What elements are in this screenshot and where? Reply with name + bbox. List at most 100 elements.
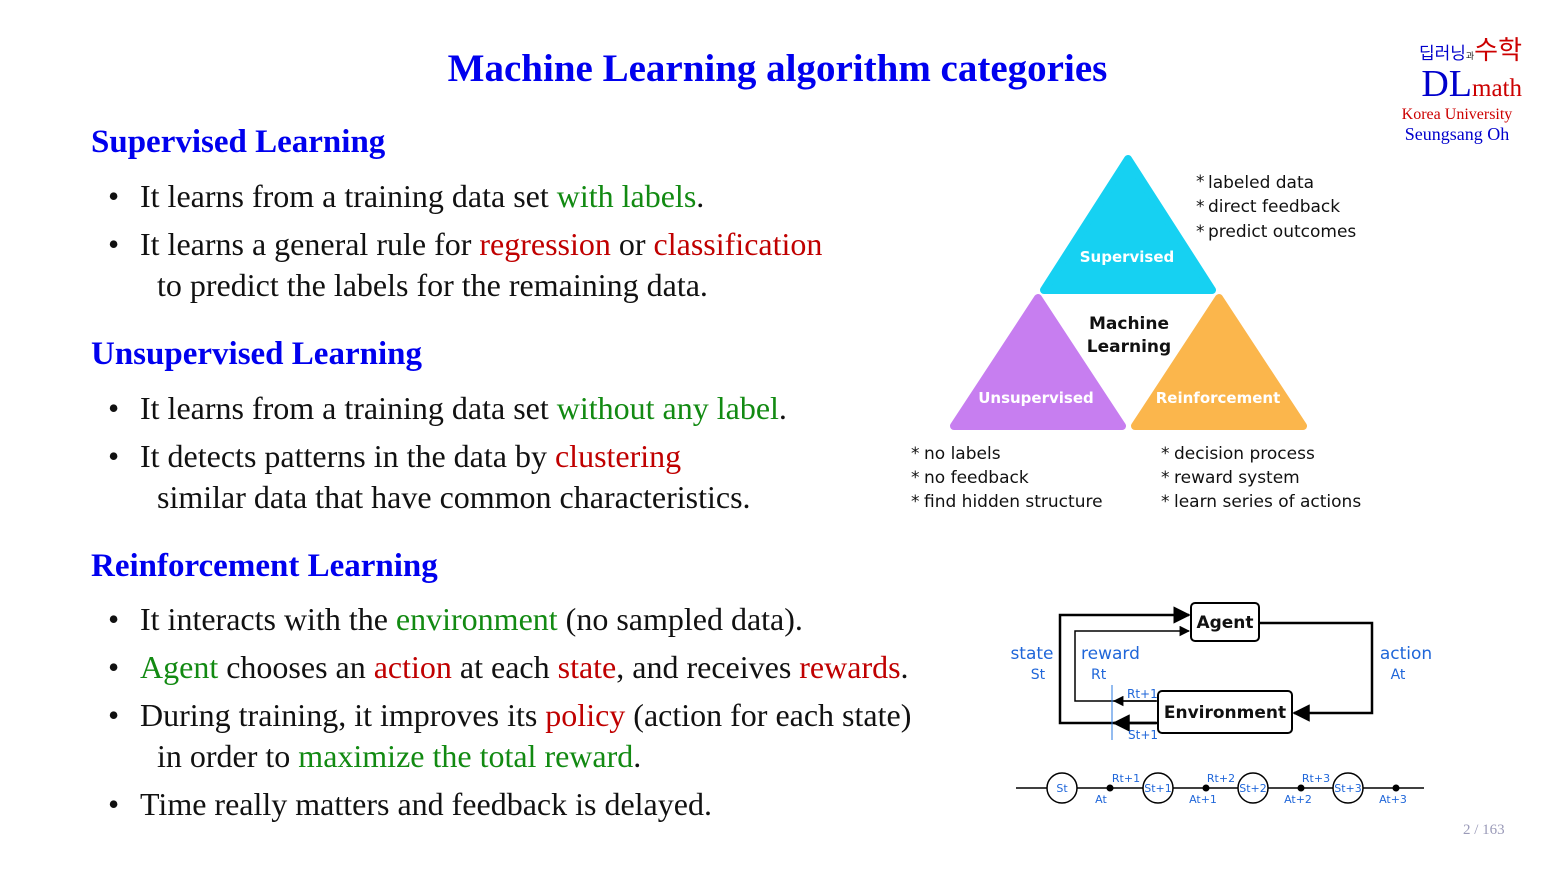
- supervised-triangle: [1040, 155, 1216, 294]
- unsupervised-bullet-1: •It learns from a training data set with…: [108, 390, 787, 426]
- unsupervised-note: no feedback: [924, 468, 1029, 488]
- logo-math: math: [1472, 75, 1522, 102]
- highlight: state: [557, 649, 617, 685]
- rl-loop-diagram: Agent Environment state St reward Rt act…: [1010, 602, 1432, 806]
- unsupervised-heading: Unsupervised Learning: [91, 336, 422, 372]
- svg-text:*: *: [1196, 222, 1205, 242]
- reinforcement-bullet-3: •During training, it improves its policy…: [108, 697, 912, 733]
- timeline-action: At+1: [1189, 793, 1217, 806]
- svg-text:*: *: [911, 444, 920, 464]
- center-label-line2: Learning: [1087, 337, 1171, 357]
- environment-label: Environment: [1164, 703, 1286, 723]
- highlight: environment: [395, 601, 558, 637]
- svg-text:*: *: [911, 492, 920, 512]
- supervised-note: labeled data: [1208, 173, 1314, 193]
- svg-text:*: *: [911, 468, 920, 488]
- timeline-action-dot: [1297, 784, 1305, 792]
- text: in order to: [157, 738, 299, 774]
- text: It learns a general rule for: [140, 226, 480, 262]
- text: It learns from a training data set: [140, 390, 557, 426]
- highlight: Agent: [140, 649, 219, 685]
- logo-university: Korea University: [1401, 106, 1513, 123]
- reinforcement-bullet-2: •Agent chooses an action at each state, …: [108, 649, 909, 685]
- svg-text:*: *: [1161, 468, 1170, 488]
- highlight: action: [373, 649, 452, 685]
- timeline-action: At+3: [1379, 793, 1407, 806]
- reinforcement-label: Reinforcement: [1156, 389, 1281, 407]
- text: .: [778, 390, 787, 426]
- unsupervised-bullet-2-cont: similar data that have common characteri…: [157, 479, 751, 515]
- center-label-line1: Machine: [1089, 314, 1169, 334]
- timeline-state-circle: [1332, 772, 1364, 804]
- reinforcement-heading: Reinforcement Learning: [91, 548, 438, 584]
- svg-text:*: *: [1161, 492, 1170, 512]
- text: .: [633, 738, 642, 774]
- supervised-bullet-2-cont: to predict the labels for the remaining …: [157, 267, 708, 303]
- reinforcement-note: decision process: [1174, 444, 1315, 464]
- timeline-action: At+2: [1284, 793, 1312, 806]
- reward-next-label: Rt+1: [1127, 687, 1158, 701]
- highlight: clustering: [554, 438, 682, 474]
- svg-text:*: *: [1196, 197, 1205, 217]
- logo-korean-gwa: 과: [1465, 52, 1475, 62]
- text: .: [900, 649, 909, 685]
- text: at each: [451, 649, 558, 685]
- unsupervised-note: find hidden structure: [924, 492, 1103, 512]
- text: It detects patterns in the data by: [140, 438, 555, 474]
- timeline-state-circle: [1237, 772, 1269, 804]
- state-next-label: St+1: [1128, 728, 1158, 742]
- timeline-state: St+3: [1334, 782, 1362, 795]
- text: It learns from a training data set: [140, 178, 557, 214]
- timeline-state-circle: [1046, 772, 1078, 804]
- supervised-note: direct feedback: [1208, 197, 1340, 217]
- reinforcement-note: learn series of actions: [1174, 492, 1361, 512]
- text: .: [696, 178, 705, 214]
- supervised-note: predict outcomes: [1208, 222, 1356, 242]
- highlight: rewards: [799, 649, 901, 685]
- unsupervised-note: no labels: [924, 444, 1001, 464]
- logo-dl: DL: [1421, 63, 1472, 105]
- state-symbol: St: [1031, 667, 1046, 683]
- text: chooses an: [218, 649, 374, 685]
- timeline-action-dot: [1392, 784, 1400, 792]
- highlight: policy: [545, 697, 626, 733]
- timeline-reward: Rt+1: [1112, 772, 1140, 785]
- text: It interacts with the: [140, 601, 396, 637]
- unsupervised-notes: *no labels *no feedback *find hidden str…: [911, 444, 1103, 512]
- timeline: St St+1 St+2 St+3 At At+1 At+2 At+3 Rt+1…: [1046, 772, 1407, 806]
- timeline-reward: Rt+3: [1302, 772, 1330, 785]
- text: , and receives: [616, 649, 800, 685]
- timeline-action-dot: [1202, 784, 1210, 792]
- text: (action for each state): [625, 697, 912, 733]
- agent-label: Agent: [1196, 613, 1253, 633]
- reinforcement-bullet-1: •It interacts with the environment (no s…: [108, 601, 803, 637]
- supervised-bullet-1: •It learns from a training data set with…: [108, 178, 705, 214]
- highlight: without any label: [556, 390, 779, 426]
- action-symbol: At: [1391, 667, 1406, 683]
- svg-text:*: *: [1196, 172, 1205, 192]
- reward-symbol: Rt: [1091, 667, 1107, 683]
- highlight: with labels: [556, 178, 697, 214]
- text: (no sampled data).: [557, 601, 803, 637]
- reinforcement-bullet-3-cont: in order to maximize the total reward.: [157, 736, 641, 776]
- highlight: maximize the total reward: [298, 738, 634, 774]
- reinforcement-notes: *decision process *reward system *learn …: [1161, 444, 1361, 512]
- highlight: regression: [479, 226, 611, 262]
- reinforcement-note: reward system: [1174, 468, 1300, 488]
- slide-title: Machine Learning algorithm categories: [447, 47, 1108, 90]
- state-label: state: [1010, 644, 1053, 664]
- timeline-state: St+1: [1144, 782, 1172, 795]
- reinforcement-triangle: [1131, 294, 1307, 430]
- timeline-reward: Rt+2: [1207, 772, 1235, 785]
- supervised-label: Supervised: [1080, 248, 1175, 266]
- supervised-bullet-2: •It learns a general rule for regression…: [108, 226, 823, 262]
- environment-box: [1157, 690, 1293, 734]
- text: Time really matters and feedback is dela…: [140, 786, 712, 822]
- state-arrow: [1058, 606, 1191, 725]
- timeline-action-dot: [1106, 784, 1114, 792]
- unsupervised-bullet-2: •It detects patterns in the data by clus…: [108, 438, 682, 474]
- logo-author: Seungsang Oh: [1404, 124, 1510, 144]
- page-number: 2 / 163: [1463, 822, 1505, 838]
- action-label: action: [1380, 644, 1432, 664]
- text: During training, it improves its: [140, 697, 546, 733]
